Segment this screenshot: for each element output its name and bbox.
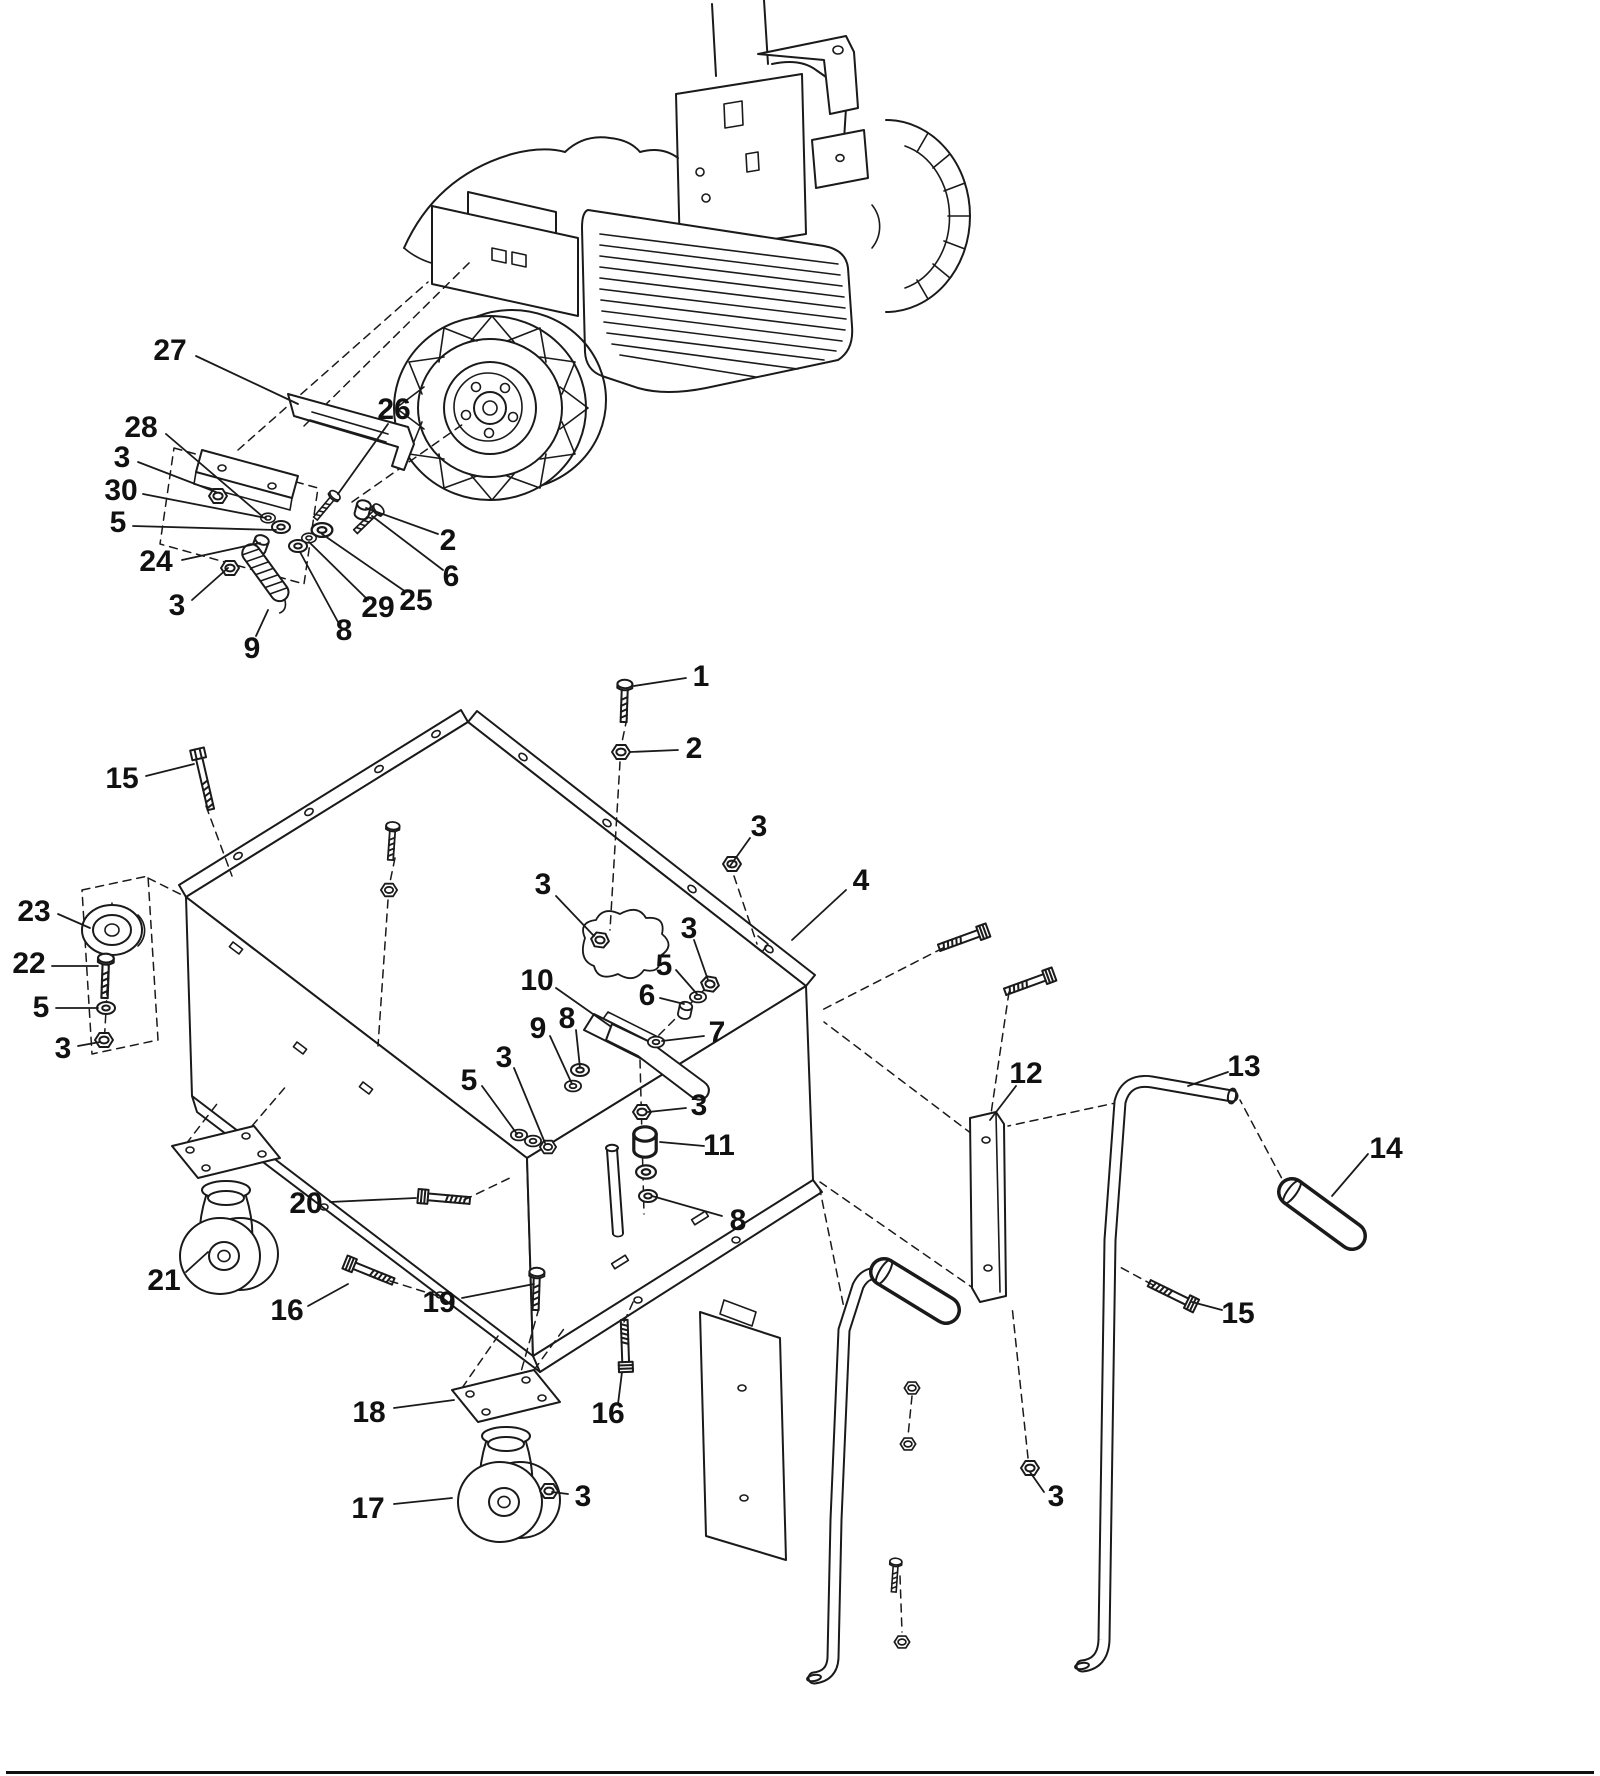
part-callout: 25 xyxy=(399,584,433,617)
part-callout: 2 xyxy=(439,524,457,557)
part-callout: 15 xyxy=(1221,1297,1255,1330)
part-callout: 11 xyxy=(703,1129,735,1162)
part-callout: 30 xyxy=(104,474,138,507)
mower-rear-assembly xyxy=(393,0,971,501)
spring xyxy=(241,543,290,614)
part-callout: 3 xyxy=(574,1480,592,1513)
part-callout: 2 xyxy=(685,732,703,765)
part-callout: 10 xyxy=(520,964,554,997)
part-callout: 24 xyxy=(139,545,173,578)
part-callout: 1 xyxy=(692,660,710,693)
part-callout: 3 xyxy=(54,1032,72,1065)
part-callout: 15 xyxy=(105,762,139,795)
part-callout: 16 xyxy=(591,1397,625,1430)
part-callout: 22 xyxy=(12,947,46,980)
leader-lines xyxy=(51,355,1369,1505)
part-callout: 3 xyxy=(168,589,186,622)
part-callout: 7 xyxy=(708,1016,726,1049)
part-callout: 16 xyxy=(270,1294,304,1327)
part-callout: 29 xyxy=(361,591,395,624)
part-callout: 13 xyxy=(1227,1050,1261,1083)
part-callout: 28 xyxy=(124,411,158,444)
part-callout: 3 xyxy=(495,1041,513,1074)
part-callout: 17 xyxy=(351,1492,385,1525)
latch-assembly xyxy=(509,930,722,1238)
part-callout: 3 xyxy=(680,912,698,945)
part-callout: 3 xyxy=(1047,1480,1065,1513)
part-callout: 8 xyxy=(558,1002,576,1035)
part-callout: 3 xyxy=(750,810,768,843)
part-callout: 5 xyxy=(460,1064,478,1097)
part-callout: 6 xyxy=(442,560,460,593)
part-callout: 4 xyxy=(852,864,870,897)
caster-swivel-left xyxy=(171,1125,281,1295)
part-callout: 3 xyxy=(113,441,131,474)
handle-frame xyxy=(699,1074,1367,1685)
part-callout: 21 xyxy=(147,1264,181,1297)
part-callout: 9 xyxy=(243,632,261,665)
part-callout: 8 xyxy=(729,1204,747,1237)
part-callout: 23 xyxy=(17,895,51,928)
part-callout: 8 xyxy=(335,614,353,647)
caster-bracket-exploded xyxy=(193,393,415,614)
part-callout: 20 xyxy=(289,1187,323,1220)
part-callout: 18 xyxy=(352,1396,386,1429)
part-callout: 19 xyxy=(422,1286,456,1319)
part-callout: 27 xyxy=(153,334,187,367)
roller-assembly xyxy=(81,904,146,1048)
part-callout: 9 xyxy=(529,1012,547,1045)
part-callout: 3 xyxy=(534,868,552,901)
part-callout: 12 xyxy=(1009,1057,1043,1090)
part-callout: 5 xyxy=(109,506,127,539)
page-bottom-rule xyxy=(6,1771,1594,1774)
part-callout: 6 xyxy=(638,979,656,1012)
part-callout: 3 xyxy=(690,1089,708,1122)
caster-swivel-front xyxy=(451,1369,561,1543)
part-callout: 26 xyxy=(377,393,411,426)
part-callout: 14 xyxy=(1369,1132,1403,1165)
part-callout: 5 xyxy=(655,949,673,982)
part-callout: 5 xyxy=(32,991,50,1024)
